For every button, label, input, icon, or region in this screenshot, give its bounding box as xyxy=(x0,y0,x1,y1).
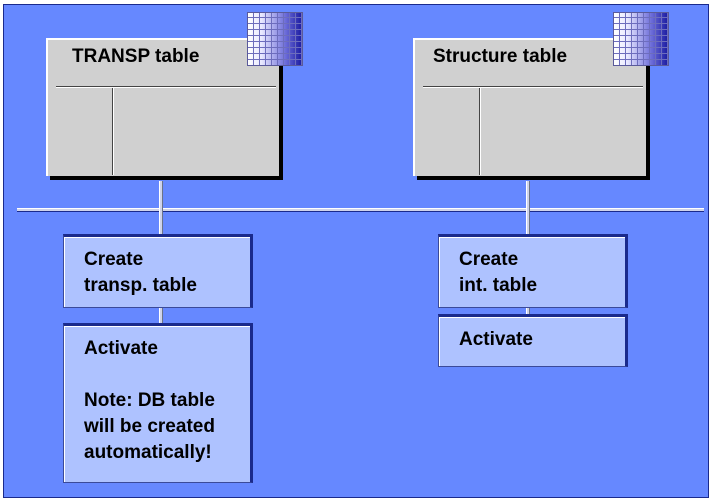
activate-right-label: Activate xyxy=(459,329,533,350)
transp-table-title: TRANSP table xyxy=(72,46,200,67)
activate-left-box: Activate Note: DB table will be created … xyxy=(63,323,253,483)
structure-table-title: Structure table xyxy=(433,46,568,67)
activate-right-box: Activate xyxy=(438,314,628,367)
table-column-line xyxy=(479,88,481,175)
connector-right-mid xyxy=(526,308,530,318)
structure-table-box: Structure table xyxy=(413,38,646,176)
activate-left-label: Activate xyxy=(84,338,158,359)
table-column-line xyxy=(112,88,114,175)
table-header-line xyxy=(56,86,276,88)
db-table-note: Note: DB table will be created automatic… xyxy=(84,390,215,463)
table-header-line xyxy=(423,86,643,88)
connector-left-mid xyxy=(159,308,163,326)
transp-table-box: TRANSP table xyxy=(46,38,279,176)
connector-left-top xyxy=(159,181,163,237)
separator-line xyxy=(17,208,704,212)
connector-right-top xyxy=(526,181,530,237)
diagram-canvas: TRANSP table Structure table Create tran… xyxy=(3,4,709,498)
table-grid-icon xyxy=(247,12,303,66)
create-transp-table-box: Create transp. table xyxy=(63,234,253,308)
create-int-table-box: Create int. table xyxy=(438,234,628,308)
table-grid-icon xyxy=(613,12,669,66)
create-int-table-label: Create int. table xyxy=(459,249,538,296)
create-transp-table-label: Create transp. table xyxy=(84,249,197,296)
